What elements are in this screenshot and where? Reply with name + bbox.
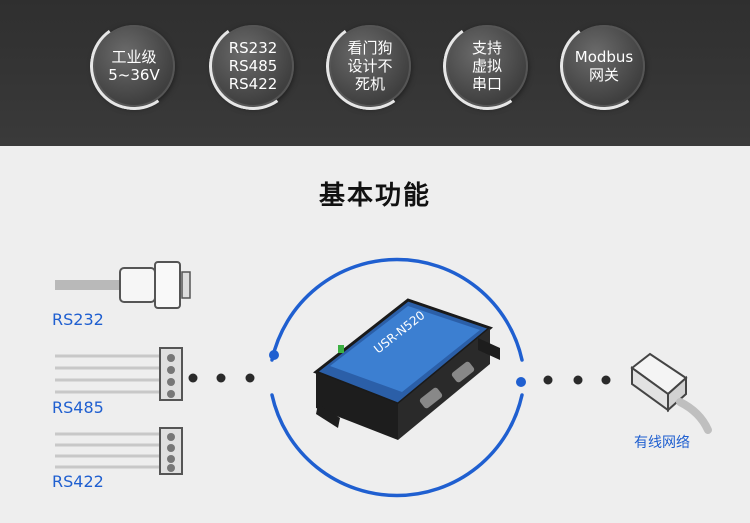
port-label-rs232: RS232 — [52, 310, 104, 329]
port-label-rs422: RS422 — [52, 472, 104, 491]
usr-n520-device-icon — [313, 298, 500, 440]
ethernet-plug-icon — [630, 352, 712, 434]
section-title: 基本功能 — [318, 181, 431, 211]
link-dots-left — [188, 373, 255, 383]
feature-label: 工业级 5~36V — [108, 48, 160, 84]
rs232-connector-icon — [55, 261, 191, 309]
feature-label: Modbus 网关 — [574, 48, 634, 84]
feature-badge-virtual-port: 支持 虚拟 串口 — [436, 15, 538, 117]
feature-label: 支持 虚拟 串口 — [471, 39, 502, 93]
link-dots-right — [543, 375, 611, 385]
feature-badge-industrial: 工业级 5~36V — [83, 15, 185, 117]
device-orbit — [269, 257, 526, 498]
feature-badge-watchdog: 看门狗 设计不 死机 — [319, 15, 421, 117]
port-label-rs485: RS485 — [52, 398, 104, 417]
feature-badge-modbus: Modbus 网关 — [553, 15, 655, 117]
feature-label: 看门狗 设计不 死机 — [347, 39, 393, 93]
feature-badge-serial: RS232 RS485 RS422 — [202, 15, 304, 117]
feature-label: RS232 RS485 RS422 — [228, 39, 278, 93]
network-label: 有线网络 — [634, 435, 690, 451]
rs422-terminal-icon — [55, 427, 183, 475]
feature-band: 工业级 5~36V RS232 RS485 RS422 看门狗 设计不 死机 支… — [0, 0, 750, 146]
rs485-terminal-icon — [55, 347, 183, 401]
